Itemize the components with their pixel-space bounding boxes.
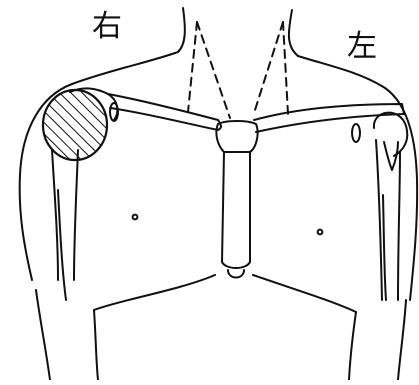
shoulder-injury-marker xyxy=(43,90,107,160)
clavicle-right xyxy=(108,94,221,130)
humerus-right xyxy=(52,150,58,280)
humerus-right-inner xyxy=(74,150,78,280)
arm-outline-left-inner xyxy=(383,195,386,300)
coracoid-left xyxy=(352,124,360,142)
muscle-dashed-left-2 xyxy=(283,22,288,114)
muscle-dashed-right-2 xyxy=(197,22,230,118)
lower-torso-line-right xyxy=(36,290,50,380)
sternum-body xyxy=(222,152,250,268)
xiphoid xyxy=(228,270,244,278)
nipple-left xyxy=(318,230,323,235)
clavicle-left xyxy=(254,104,404,132)
rib-outline-left xyxy=(253,275,356,312)
muscle-dashed-right xyxy=(188,22,197,112)
nipple-right xyxy=(133,215,138,220)
arm-outline-right-inner xyxy=(58,190,66,300)
abdomen-line-right xyxy=(94,310,98,380)
sternum-top xyxy=(216,121,257,152)
humerus-head-left xyxy=(374,113,407,156)
rib-outline-right xyxy=(94,275,215,310)
neck-outline-right xyxy=(178,8,185,52)
lower-torso-line-left xyxy=(398,300,406,380)
humerus-shaft-left-a xyxy=(376,140,382,300)
humerus-groove xyxy=(384,142,398,170)
right-side-label: 右 xyxy=(92,12,122,42)
left-side-label: 左 xyxy=(347,32,377,62)
humerus-shaft-left-b xyxy=(398,152,400,300)
abdomen-line-left xyxy=(349,312,356,380)
muscle-dashed-left xyxy=(255,22,283,110)
neck-outline-left xyxy=(289,10,298,56)
torso-outline-right xyxy=(20,52,178,280)
